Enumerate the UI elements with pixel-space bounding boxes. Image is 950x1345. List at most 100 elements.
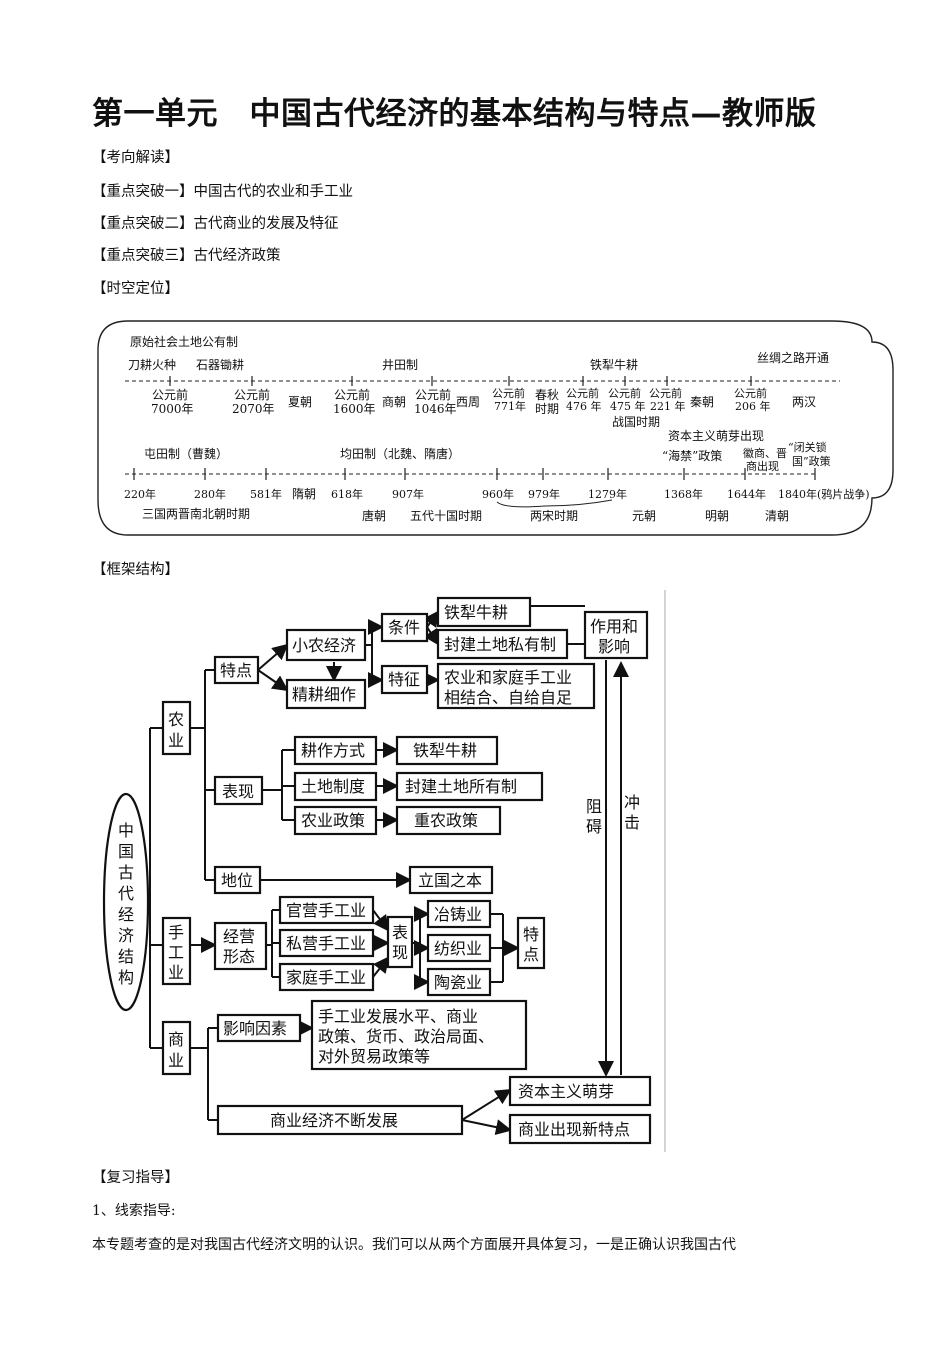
tl-shang: 商朝 — [382, 394, 406, 409]
tl-t6b: 476 年 — [566, 399, 602, 413]
fw-tieli: 铁犁牛耕 — [444, 603, 508, 622]
fw-zuoyong-a: 作用和 — [590, 617, 638, 636]
tl-t7a: 公元前 — [608, 386, 641, 400]
clue-heading: 1、线索指导: — [92, 1203, 176, 1219]
fw-root-5: 济 — [118, 926, 134, 945]
tl-tuntian: 屯田制（曹魏） — [144, 446, 228, 461]
tl-shiqi: 石器锄耕 — [196, 357, 244, 372]
fw-tedian2-0: 特 — [523, 925, 539, 944]
fw-nongye-1: 业 — [168, 731, 184, 750]
tl-biguan-a: “闭关锁 — [788, 440, 827, 454]
fw-yezhu: 冶铸业 — [434, 905, 482, 924]
fw-shougong-2: 业 — [168, 963, 184, 982]
tl-t3a: 公元前 — [334, 387, 370, 402]
fw-yinsu-c: 对外贸易政策等 — [318, 1047, 430, 1066]
fw-root-1: 国 — [118, 842, 134, 861]
page-title: 第一单元 中国古代经济的基本结构与特点—教师版 — [92, 96, 817, 132]
fw-tudi-v: 封建土地所有制 — [405, 777, 517, 796]
fw-xintedian: 商业出现新特点 — [518, 1120, 630, 1139]
tl-chunqiu-a: 春秋 — [535, 388, 559, 402]
tl-y581: 581年 — [250, 487, 282, 501]
section-kaoxiang: 【考向解读】 — [92, 150, 179, 166]
tl-ming: 明朝 — [705, 509, 729, 523]
tl-huishang-a: 徽商、晋 — [743, 446, 787, 460]
fw-shangye-fazhan: 商业经济不断发展 — [270, 1111, 398, 1130]
tl-qing: 清朝 — [765, 509, 789, 523]
fw-siying: 私营手工业 — [286, 934, 366, 953]
fw-shangye-0: 商 — [168, 1030, 184, 1049]
fw-xiaonong: 小农经济 — [292, 636, 356, 655]
tl-t1a: 公元前 — [152, 387, 188, 402]
section-break-2: 【重点突破二】古代商业的发展及特征 — [92, 216, 339, 232]
tl-y960: 960年 — [482, 487, 514, 501]
tl-t6a: 公元前 — [566, 386, 599, 400]
tl-chunqiu-b: 时期 — [535, 402, 559, 416]
tl-liangsong: 两宋时期 — [530, 508, 578, 523]
fw-tedian2-1: 点 — [523, 945, 539, 964]
section-kuangjia: 【框架结构】 — [92, 562, 179, 578]
tl-juntian: 均田制（北魏、隋唐） — [340, 446, 460, 461]
tl-t2a: 公元前 — [234, 387, 270, 402]
tl-t9a: 公元前 — [734, 386, 767, 400]
fw-tezheng: 特征 — [388, 670, 420, 689]
fw-shangye-1: 业 — [168, 1051, 184, 1070]
fw-root-7: 构 — [118, 968, 134, 987]
fw-gengzuo: 耕作方式 — [301, 741, 365, 760]
tl-y618: 618年 — [331, 487, 363, 501]
fw-nongjia-a: 农业和家庭手工业 — [444, 668, 572, 687]
fw-chongji-1: 击 — [624, 813, 640, 832]
fw-root-6: 结 — [118, 947, 134, 966]
tl-t7b: 475 年 — [610, 399, 646, 413]
tl-t3b: 1600年 — [333, 402, 376, 416]
tl-y1840: 1840年(鸦片战争) — [778, 487, 870, 501]
tl-zhanguo: 战国时期 — [612, 415, 660, 429]
fw-shougong-0: 手 — [168, 923, 184, 942]
fw-root-3: 代 — [118, 884, 134, 903]
tl-wudai: 五代十国时期 — [410, 509, 482, 523]
fw-biaoxian: 表现 — [222, 782, 254, 801]
tl-y220: 220年 — [124, 487, 156, 501]
tl-y979: 979年 — [528, 487, 560, 501]
fw-zuai-0: 阻 — [586, 797, 602, 816]
fw-shougong-1: 工 — [168, 943, 184, 962]
fw-biaoxian2-0: 表 — [392, 923, 408, 942]
tl-t4b: 1046年 — [414, 402, 457, 416]
fw-yinsu-b: 政策、货币、政治局面、 — [318, 1027, 494, 1046]
tl-sanguo: 三国两晋南北朝时期 — [142, 506, 250, 521]
tl-t2b: 2070年 — [232, 402, 275, 416]
section-break-3: 【重点突破三】古代经济政策 — [92, 248, 281, 264]
tl-zibenzhuyi: 资本主义萌芽出现 — [668, 429, 764, 443]
tl-yuan: 元朝 — [632, 509, 656, 523]
section-fuxi: 【复习指导】 — [92, 1170, 179, 1186]
section-break-1: 【重点突破一】中国古代的农业和手工业 — [92, 184, 353, 200]
tl-tang: 唐朝 — [362, 508, 386, 523]
fw-biaoxian2-1: 现 — [392, 943, 408, 962]
tl-y1368: 1368年 — [664, 487, 703, 501]
fw-nongye-0: 农 — [168, 710, 184, 729]
fw-nongzheng-v: 重农政策 — [414, 811, 478, 830]
fw-fangzhi: 纺织业 — [434, 939, 482, 958]
fw-jingying-a: 经营 — [223, 927, 255, 946]
fw-taoci: 陶瓷业 — [434, 973, 482, 992]
fw-yingxiang: 影响因素 — [223, 1019, 287, 1038]
tl-t4a: 公元前 — [415, 387, 451, 402]
tl-y907: 907年 — [392, 487, 424, 501]
tl-t5a: 公元前 — [492, 386, 525, 400]
section-shikong: 【时空定位】 — [92, 281, 179, 297]
fw-yinsu-a: 手工业发展水平、商业 — [318, 1007, 478, 1026]
fw-tiaojian: 条件 — [388, 618, 420, 637]
fw-nongzheng: 农业政策 — [301, 811, 365, 830]
fw-root-4: 经 — [118, 905, 134, 924]
tl-sui: 隋朝 — [292, 487, 316, 501]
fw-fengjian-siyou: 封建土地私有制 — [444, 635, 556, 654]
tl-xihan: 两汉 — [792, 395, 816, 409]
fw-zuoyong-b: 影响 — [598, 637, 630, 656]
fw-guanying: 官营手工业 — [286, 901, 366, 920]
tl-qin: 秦朝 — [690, 395, 714, 409]
fw-root-2: 古 — [118, 863, 134, 882]
tl-tieli: 铁犁牛耕 — [590, 357, 638, 372]
tl-silu: 丝绸之路开通 — [757, 350, 829, 365]
tl-y1279: 1279年 — [588, 487, 627, 501]
